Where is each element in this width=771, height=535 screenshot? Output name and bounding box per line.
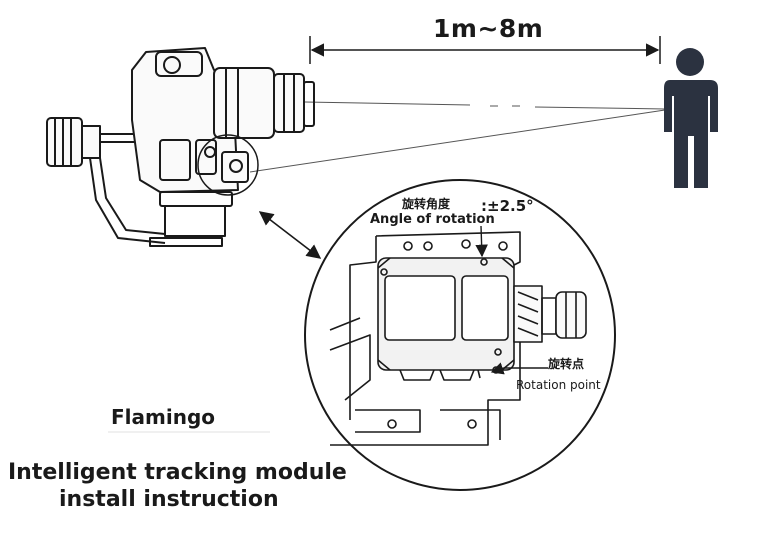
angle-value: :±2.5° [481,197,534,215]
tracking-module-illustration [329,231,587,446]
angle-label-en: Angle of rotation [370,212,495,227]
camera-gimbal-illustration [46,47,315,247]
rotation-point-en: Rotation point [516,378,601,392]
rotation-point-pointer [490,362,548,375]
product-name: Flamingo [111,405,216,429]
title-line-1: Intelligent tracking module [8,460,347,485]
distance-dimension [309,36,661,64]
rotation-point-cn: 旋转点 [548,357,585,371]
person-icon [664,48,718,188]
detail-link-arrow [258,211,322,259]
angle-pointer [475,225,488,258]
field-of-view-lines [249,101,666,173]
angle-label-cn: 旋转角度 [402,197,451,211]
title-line-2: install instruction [59,487,279,512]
distance-label: 1m~8m [433,14,544,43]
detail-marker-circle [197,134,259,196]
